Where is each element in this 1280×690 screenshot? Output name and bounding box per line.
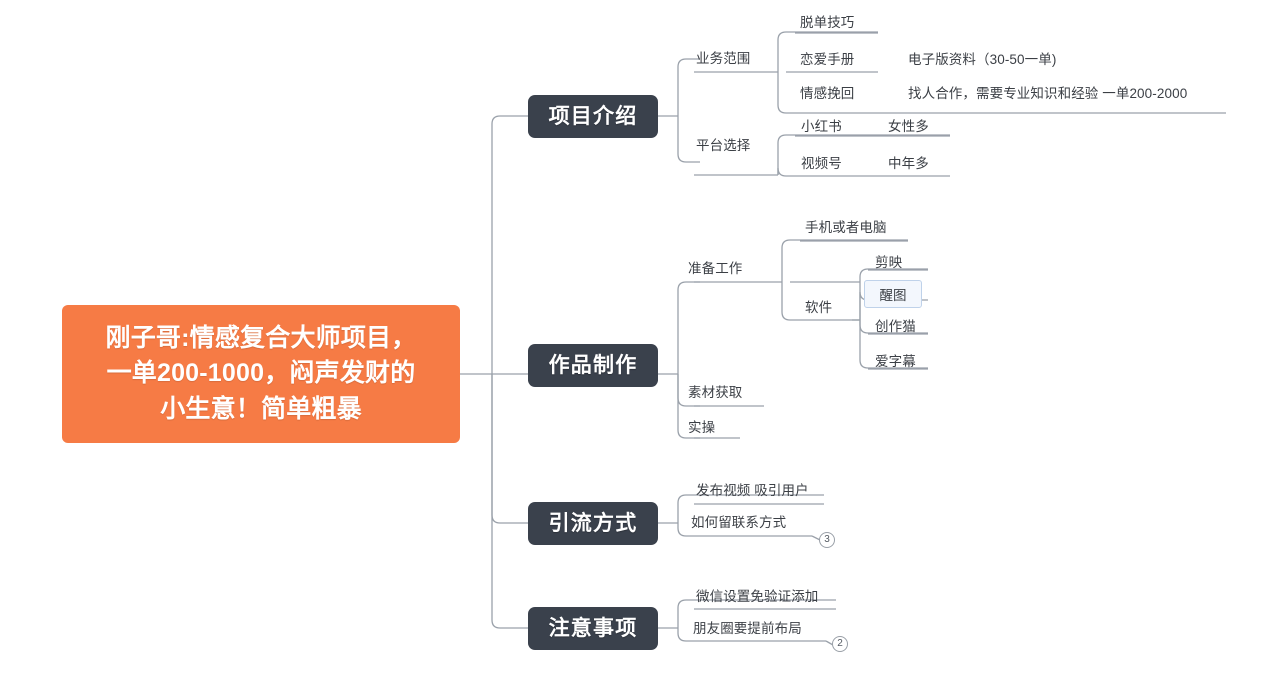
leaf-video-account-note: 中年多 [888,156,929,171]
branch-node-label: 注意事项 [548,617,638,640]
root-node[interactable]: 刚子哥:情感复合大师项目， 一单200-1000，闷声发财的 小生意！简单粗暴 [62,305,460,443]
leaf-software-aizimu[interactable]: 爱字幕 [875,354,916,369]
leaf-video-account[interactable]: 视频号 [801,156,842,171]
leaf-emotion-recovery[interactable]: 情感挽回 [800,86,855,101]
leaf-love-manual-note: 电子版资料（30-50一单) [908,52,1057,67]
root-node-label: 刚子哥:情感复合大师项目， 一单200-1000，闷声发财的 小生意！简单粗暴 [105,323,417,423]
leaf-business-scope[interactable]: 业务范围 [696,51,751,66]
leaf-xiaohongshu-note: 女性多 [888,119,929,134]
branch-node-label: 引流方式 [548,512,638,535]
branch-node-precautions[interactable]: 注意事项 [528,607,658,650]
leaf-platform-choice[interactable]: 平台选择 [696,138,751,153]
branch-node-content-production[interactable]: 作品制作 [528,344,658,387]
leaf-software[interactable]: 软件 [805,300,833,315]
leaf-material-acquisition[interactable]: 素材获取 [688,385,743,400]
leaf-moments-layout-ahead[interactable]: 朋友圈要提前布局 [693,621,802,636]
leaf-software-chuangzuomao[interactable]: 创作猫 [875,319,916,334]
leaf-phone-or-computer[interactable]: 手机或者电脑 [805,220,887,235]
badge-count-traffic: 3 [819,532,835,548]
leaf-emotion-recovery-note: 找人合作，需要专业知识和经验 一单200-2000 [908,86,1188,101]
branch-node-label: 作品制作 [548,354,638,377]
leaf-preparation[interactable]: 准备工作 [688,261,743,276]
leaf-how-to-leave-contact[interactable]: 如何留联系方式 [691,515,787,530]
branch-node-project-intro[interactable]: 项目介绍 [528,95,658,138]
leaf-practice[interactable]: 实操 [688,420,716,435]
badge-count-precautions: 2 [832,636,848,652]
leaf-xiaohongshu[interactable]: 小红书 [801,119,842,134]
leaf-software-jianying[interactable]: 剪映 [875,255,903,270]
leaf-software-xingtu-selected[interactable]: 醒图 [864,280,922,308]
leaf-single-tips[interactable]: 脱单技巧 [800,15,855,30]
branch-node-label: 项目介绍 [548,105,638,128]
leaf-publish-video-attract-users[interactable]: 发布视频 吸引用户 [696,483,809,498]
branch-node-traffic-method[interactable]: 引流方式 [528,502,658,545]
leaf-wechat-no-verify-add[interactable]: 微信设置免验证添加 [696,589,819,604]
leaf-love-manual[interactable]: 恋爱手册 [800,52,855,67]
